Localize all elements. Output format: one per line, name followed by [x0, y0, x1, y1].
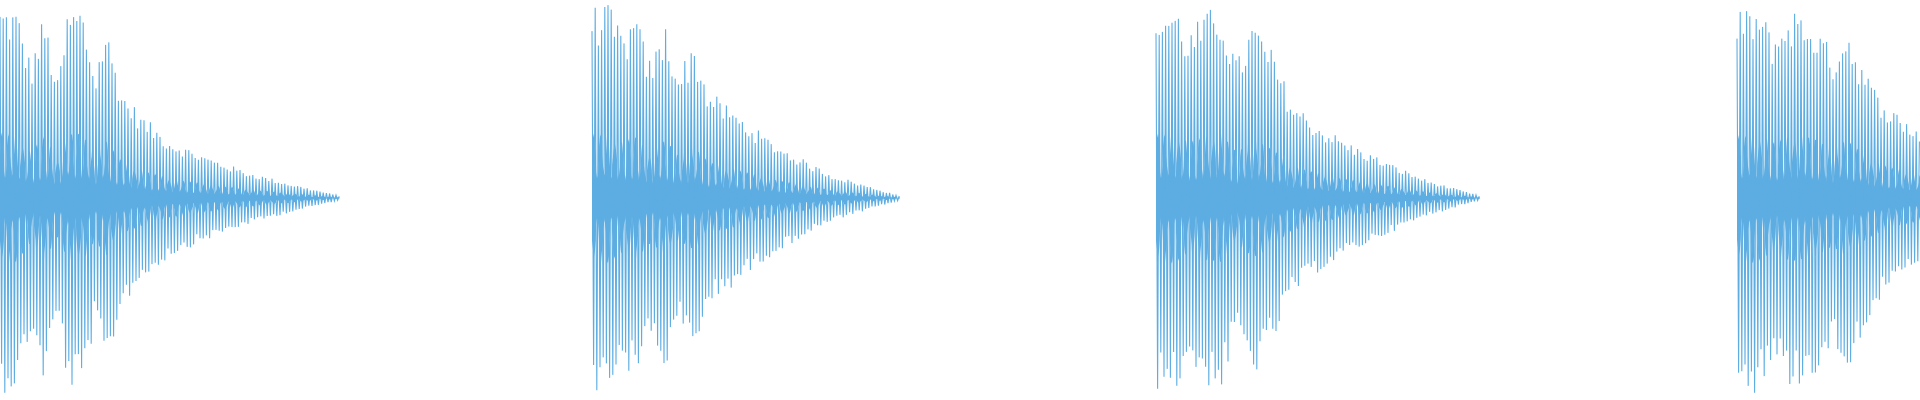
- waveform-oscillation: [1736, 11, 1920, 393]
- waveform-burst: [591, 5, 900, 391]
- waveform-oscillation: [1155, 9, 1480, 389]
- waveform-burst: [1736, 11, 1920, 393]
- waveform-core: [1737, 132, 1920, 264]
- waveform-oscillation: [591, 5, 900, 391]
- waveform-bursts: [0, 5, 1920, 393]
- waveform-burst: [0, 15, 340, 393]
- waveform-burst: [1155, 9, 1480, 389]
- waveform-oscillation: [0, 15, 340, 393]
